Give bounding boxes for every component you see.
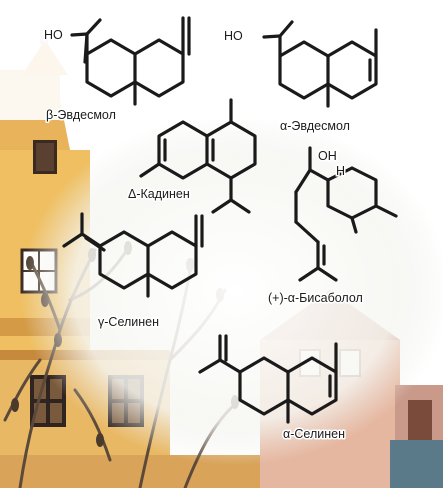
alpha-selinene-structure [198,334,338,424]
beta-eudesmol-label: β-Эвдесмол [46,108,116,122]
gamma-selinene-label: γ-Селинен [98,315,159,329]
bisabolol-stereo-hydrogen: H [336,164,345,178]
delta-cadinene-label: Δ-Кадинен [128,187,190,201]
alpha-eudesmol-hydroxyl: HO [224,29,243,43]
gamma-selinene-structure [62,212,204,298]
bisabolol-label: (+)-α-Бисаболол [268,291,363,305]
alpha-selinene-label: α-Селинен [283,427,345,441]
alpha-eudesmol-structure [262,20,378,108]
bisabolol-structure [294,146,398,282]
beta-eudesmol-hydroxyl: HO [44,28,63,42]
delta-cadinene-structure [139,98,257,214]
beta-eudesmol-structure [70,16,191,106]
white-glow [20,115,443,465]
alpha-eudesmol-label: α-Эвдесмол [280,119,350,133]
bisabolol-hydroxyl: OH [318,149,337,163]
